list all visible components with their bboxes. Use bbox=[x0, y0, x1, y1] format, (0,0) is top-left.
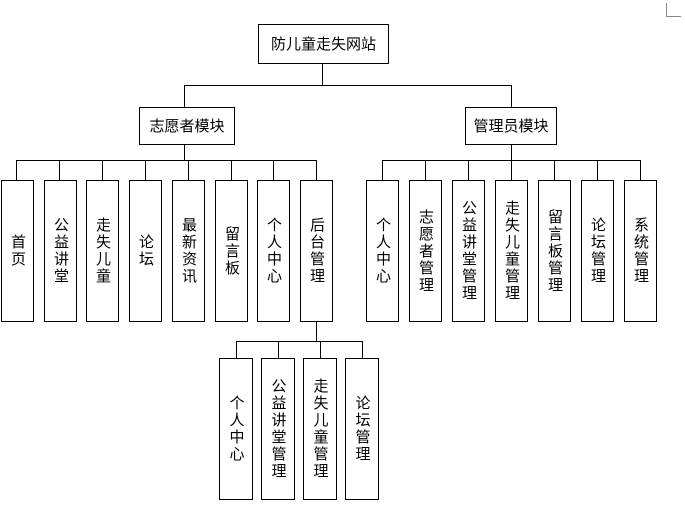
backend-item-label: 论坛管理 bbox=[353, 395, 372, 463]
admin-item-system-management: 系统管理 bbox=[624, 180, 657, 322]
backend-item-forum-management: 论坛管理 bbox=[345, 358, 379, 500]
volunteer-item-label: 留言板 bbox=[223, 225, 241, 277]
backend-item-personal-center: 个人中心 bbox=[219, 358, 253, 500]
admin-item-label: 志愿者管理 bbox=[417, 208, 435, 294]
volunteer-item-label: 走失儿童 bbox=[94, 217, 112, 285]
admin-item-label: 系统管理 bbox=[632, 217, 650, 285]
volunteer-module-node: 志愿者模块 bbox=[139, 107, 235, 145]
volunteer-item-personal-center: 个人中心 bbox=[257, 180, 290, 322]
volunteer-item-latest-news: 最新资讯 bbox=[172, 180, 205, 322]
admin-item-label: 公益讲堂管理 bbox=[460, 200, 478, 302]
volunteer-item-missing-children: 走失儿童 bbox=[86, 180, 119, 322]
volunteer-item-label: 最新资讯 bbox=[180, 217, 198, 285]
root-label: 防儿童走失网站 bbox=[270, 34, 376, 53]
volunteer-item-message-board: 留言板 bbox=[215, 180, 248, 322]
volunteer-item-backend-management: 后台管理 bbox=[300, 180, 333, 322]
admin-item-label: 留言板管理 bbox=[546, 208, 564, 294]
volunteer-item-label: 公益讲堂 bbox=[52, 217, 70, 285]
admin-item-message-board-management: 留言板管理 bbox=[538, 180, 571, 322]
backend-item-label: 个人中心 bbox=[227, 395, 246, 463]
backend-item-label: 走失儿童管理 bbox=[311, 378, 330, 480]
backend-item-charity-lecture-management: 公益讲堂管理 bbox=[261, 358, 295, 500]
volunteer-item-label: 首页 bbox=[9, 234, 27, 268]
volunteer-item-label: 论坛 bbox=[137, 234, 155, 268]
admin-item-forum-management: 论坛管理 bbox=[581, 180, 614, 322]
admin-item-personal-center: 个人中心 bbox=[366, 180, 399, 322]
admin-item-volunteer-management: 志愿者管理 bbox=[409, 180, 442, 322]
volunteer-module-label: 志愿者模块 bbox=[149, 116, 225, 135]
volunteer-item-charity-lecture: 公益讲堂 bbox=[44, 180, 77, 322]
admin-module-node: 管理员模块 bbox=[465, 107, 557, 145]
admin-item-label: 个人中心 bbox=[374, 217, 392, 285]
admin-item-charity-lecture-management: 公益讲堂管理 bbox=[452, 180, 485, 322]
admin-item-missing-children-management: 走失儿童管理 bbox=[495, 180, 528, 322]
volunteer-item-label: 后台管理 bbox=[308, 217, 326, 285]
admin-module-label: 管理员模块 bbox=[473, 116, 549, 135]
volunteer-item-forum: 论坛 bbox=[129, 180, 162, 322]
backend-item-missing-children-management: 走失儿童管理 bbox=[303, 358, 337, 500]
backend-item-label: 公益讲堂管理 bbox=[269, 378, 288, 480]
volunteer-item-home: 首页 bbox=[1, 180, 34, 322]
admin-item-label: 走失儿童管理 bbox=[503, 200, 521, 302]
volunteer-item-label: 个人中心 bbox=[265, 217, 283, 285]
admin-item-label: 论坛管理 bbox=[589, 217, 607, 285]
root-node: 防儿童走失网站 bbox=[258, 24, 389, 64]
